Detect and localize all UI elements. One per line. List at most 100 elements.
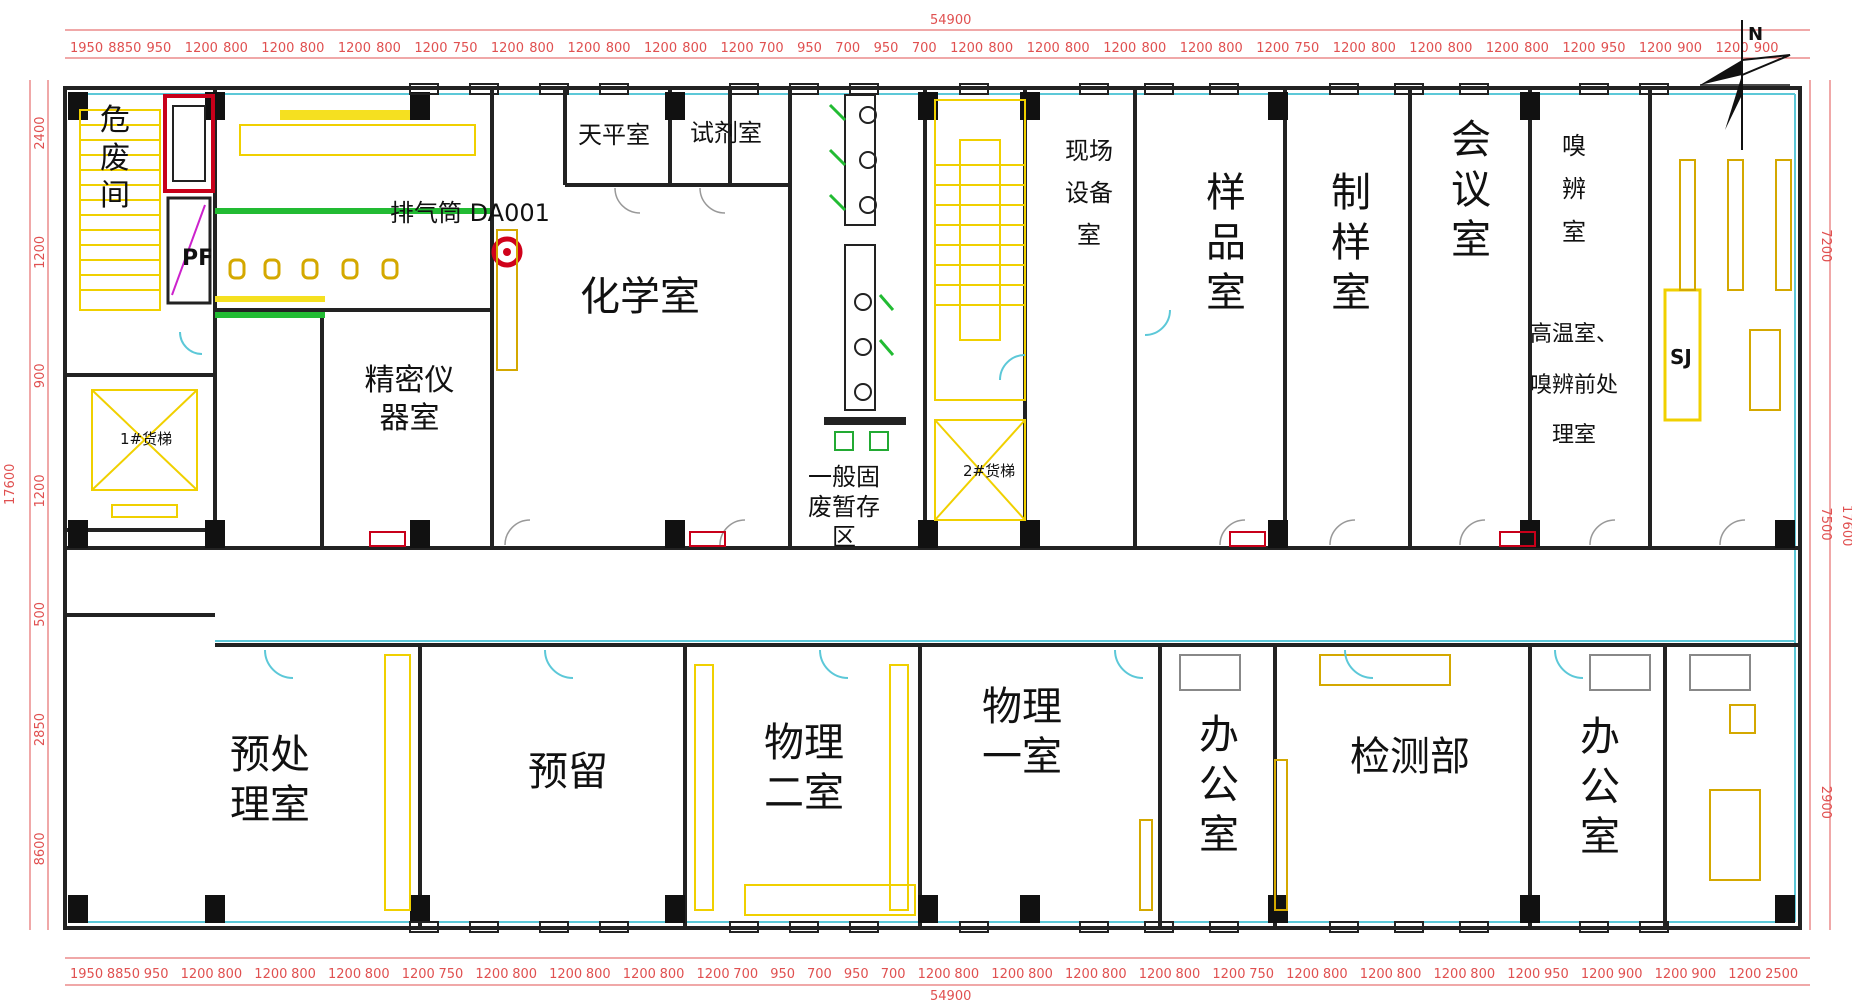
dim-top-42: 900: [1677, 41, 1702, 56]
dim-top-40: 950: [1601, 41, 1626, 56]
room-field-equipment: 现场设备室: [1065, 137, 1113, 249]
room-office-right: 办公室: [1580, 714, 1620, 860]
room-general-solid-waste: 一般固废暂存区: [808, 463, 880, 551]
room-office-left: 办公室: [1199, 712, 1239, 858]
dim-top-24: 800: [988, 41, 1013, 56]
dim-top-19: 950: [797, 41, 822, 56]
elevator-1-label: 1#货梯: [120, 430, 173, 448]
dim-top-43: 1200: [1716, 41, 1749, 56]
dim-left-5: 2850: [33, 713, 48, 746]
dim-top-36: 800: [1448, 41, 1473, 56]
dim-top-7: 1200: [338, 41, 371, 56]
dim-top-1: 8850: [108, 41, 141, 56]
dim-bottom-9: 1200: [402, 967, 435, 982]
room-precision-instrument: 精密仪器室: [364, 363, 455, 436]
door-swings: [179, 309, 1584, 679]
dim-bottom-6: 800: [291, 967, 316, 982]
restroom-fixtures: [824, 94, 906, 451]
dim-bottom-20: 700: [807, 967, 832, 982]
dim-top-41: 1200: [1639, 41, 1672, 56]
dim-right-0: 7200: [1818, 229, 1833, 262]
dim-total-top: 54900: [930, 13, 971, 28]
dim-bottom-44: 900: [1691, 967, 1716, 982]
dim-top-31: 1200: [1256, 41, 1289, 56]
dim-bottom-32: 750: [1249, 967, 1274, 982]
dim-bottom-1: 8850: [107, 967, 140, 982]
dim-bottom-15: 1200: [623, 967, 656, 982]
dim-bottom-28: 800: [1102, 967, 1127, 982]
dim-top-21: 950: [874, 41, 899, 56]
dim-top-25: 1200: [1027, 41, 1060, 56]
stairs-right: [934, 99, 1026, 401]
fume-hoods: [228, 258, 399, 280]
dim-bottom-37: 1200: [1434, 967, 1467, 982]
dim-left-total: 17600: [3, 464, 18, 505]
room-physics-one: 物理一室: [982, 684, 1062, 780]
dim-bottom-34: 800: [1323, 967, 1348, 982]
dim-right-2: 2900: [1818, 786, 1833, 819]
dim-bottom-27: 1200: [1065, 967, 1098, 982]
dim-top-30: 800: [1218, 41, 1243, 56]
dim-bottom-43: 1200: [1655, 967, 1688, 982]
dim-bottom-5: 1200: [254, 967, 287, 982]
dim-top-8: 800: [376, 41, 401, 56]
outer-walls: [63, 86, 1802, 930]
room-inspection-dept: 检测部: [1350, 734, 1470, 780]
dim-bottom-29: 1200: [1139, 967, 1172, 982]
exhaust-stack-marker: [491, 229, 523, 371]
dim-bottom-21: 950: [844, 967, 869, 982]
restroom-partitions: [828, 103, 895, 356]
dim-bottom-19: 950: [770, 967, 795, 982]
elevator-2-shaft: [934, 419, 1026, 521]
dim-bottom-26: 800: [1028, 967, 1053, 982]
dim-bottom-10: 750: [439, 967, 464, 982]
hazardous-waste-enclosure: [163, 94, 215, 305]
dim-top-17: 1200: [721, 41, 754, 56]
room-meeting: 会议室: [1451, 117, 1491, 263]
dim-top-33: 1200: [1333, 41, 1366, 56]
stairs-left: [79, 109, 161, 311]
sj-label: SJ: [1670, 345, 1692, 369]
dim-top-32: 750: [1295, 41, 1320, 56]
dim-bottom-36: 800: [1397, 967, 1422, 982]
dim-top-34: 800: [1371, 41, 1396, 56]
dim-bottom-7: 1200: [328, 967, 361, 982]
room-chemistry: 化学室: [580, 274, 700, 320]
dim-top-23: 1200: [950, 41, 983, 56]
dim-top-22: 700: [912, 41, 937, 56]
window-frames: [409, 83, 1669, 933]
dim-top-13: 1200: [568, 41, 601, 56]
top-dimension-labels: 1950 8850 950 1200 800 1200 800 1200 800 1200 750 1…: [70, 41, 1779, 56]
dimension-lines: [29, 29, 1831, 986]
dim-top-0: 1950: [70, 41, 103, 56]
dim-bottom-46: 2500: [1765, 967, 1798, 982]
dim-top-10: 750: [453, 41, 478, 56]
fire-extinguisher-cabinets: [369, 531, 1536, 547]
dim-top-2: 950: [147, 41, 172, 56]
dim-top-6: 800: [300, 41, 325, 56]
corridor-walls: [65, 546, 1800, 647]
dim-bottom-42: 900: [1618, 967, 1643, 982]
dim-left-1: 1200: [33, 236, 48, 269]
dim-top-39: 1200: [1562, 41, 1595, 56]
dim-top-29: 1200: [1180, 41, 1213, 56]
dim-top-28: 800: [1142, 41, 1167, 56]
dim-left-4: 500: [33, 602, 48, 627]
dim-top-18: 700: [759, 41, 784, 56]
dim-right-total: 17600: [1839, 505, 1852, 546]
dim-bottom-22: 700: [881, 967, 906, 982]
dim-right-1: 7500: [1818, 508, 1833, 541]
dim-top-11: 1200: [491, 41, 524, 56]
dim-bottom-14: 800: [586, 967, 611, 982]
dim-left-3: 1200: [33, 474, 48, 507]
dim-top-3: 1200: [185, 41, 218, 56]
dim-bottom-45: 1200: [1728, 967, 1761, 982]
dim-bottom-18: 700: [733, 967, 758, 982]
dim-top-16: 800: [682, 41, 707, 56]
dim-bottom-0: 1950: [70, 967, 103, 982]
room-high-temp: 高温室、嗅辨前处理室: [1530, 322, 1619, 449]
dim-bottom-4: 800: [217, 967, 242, 982]
room-sample: 样品室: [1206, 170, 1246, 316]
dim-bottom-16: 800: [660, 967, 685, 982]
dim-bottom-17: 1200: [697, 967, 730, 982]
